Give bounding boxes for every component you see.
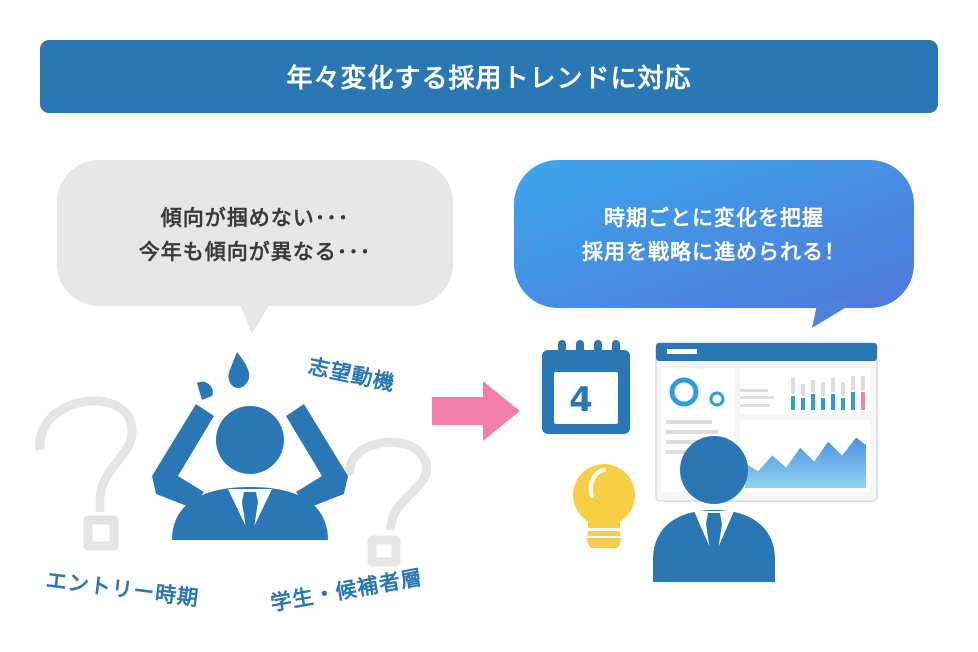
title-text: 年々変化する採用トレンドに対応 — [286, 64, 692, 94]
left-bubble-text: 傾向が掴めない･･･ 今年も傾向が異なる･･･ — [57, 201, 453, 269]
question-mark-icon — [35, 396, 137, 551]
calendar-icon — [542, 340, 630, 434]
calendar-number: 4 — [569, 380, 593, 420]
arrow-right-icon — [432, 381, 520, 441]
right-bubble-text: 時期ごとに変化を把握 採用を戦略に進められる！ — [514, 201, 914, 269]
right-speech-bubble — [514, 160, 914, 328]
left-bubble-line-2: 今年も傾向が異なる･･･ — [138, 240, 372, 264]
right-bubble-line-1: 時期ごとに変化を把握 — [604, 206, 824, 230]
shirt-collar — [228, 489, 272, 535]
question-mark-icon — [345, 437, 432, 567]
confused-person-icon — [152, 352, 348, 540]
left-speech-bubble — [57, 160, 453, 334]
right-bubble-line-2: 採用を戦略に進められる！ — [582, 240, 846, 264]
shirt-collar — [694, 511, 734, 557]
left-bubble-line-1: 傾向が掴めない･･･ — [160, 206, 350, 230]
title-banner: 年々変化する採用トレンドに対応 — [40, 40, 938, 113]
light-bulb-icon — [573, 464, 635, 548]
